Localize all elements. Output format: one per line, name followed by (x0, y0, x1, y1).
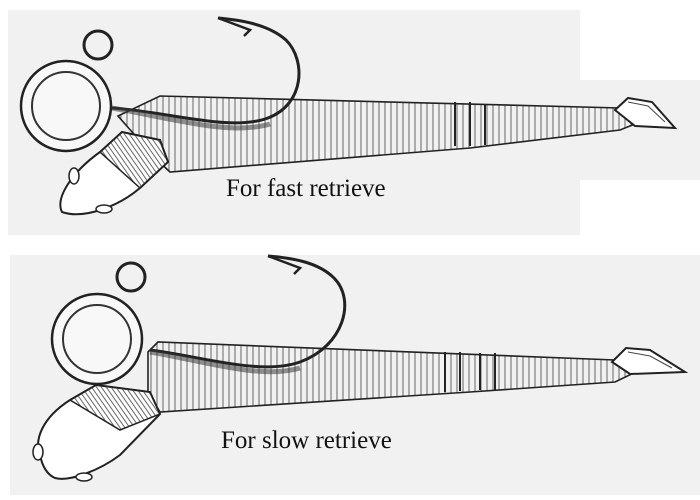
diving-lip (32, 383, 162, 482)
tail-fin (610, 346, 689, 376)
jig-head (19, 59, 113, 153)
eye-ring (115, 261, 147, 293)
lure-slow-retrieve (32, 254, 689, 482)
caption-fast-retrieve: For fast retrieve (226, 175, 386, 202)
jig-head (50, 292, 144, 386)
diving-lip (59, 130, 170, 216)
lure-fast-retrieve (19, 16, 678, 216)
eye-ring (82, 29, 114, 61)
tail-fin (613, 96, 678, 130)
hook (149, 254, 347, 375)
hook (111, 16, 301, 131)
caption-slow-retrieve: For slow retrieve (221, 427, 392, 454)
